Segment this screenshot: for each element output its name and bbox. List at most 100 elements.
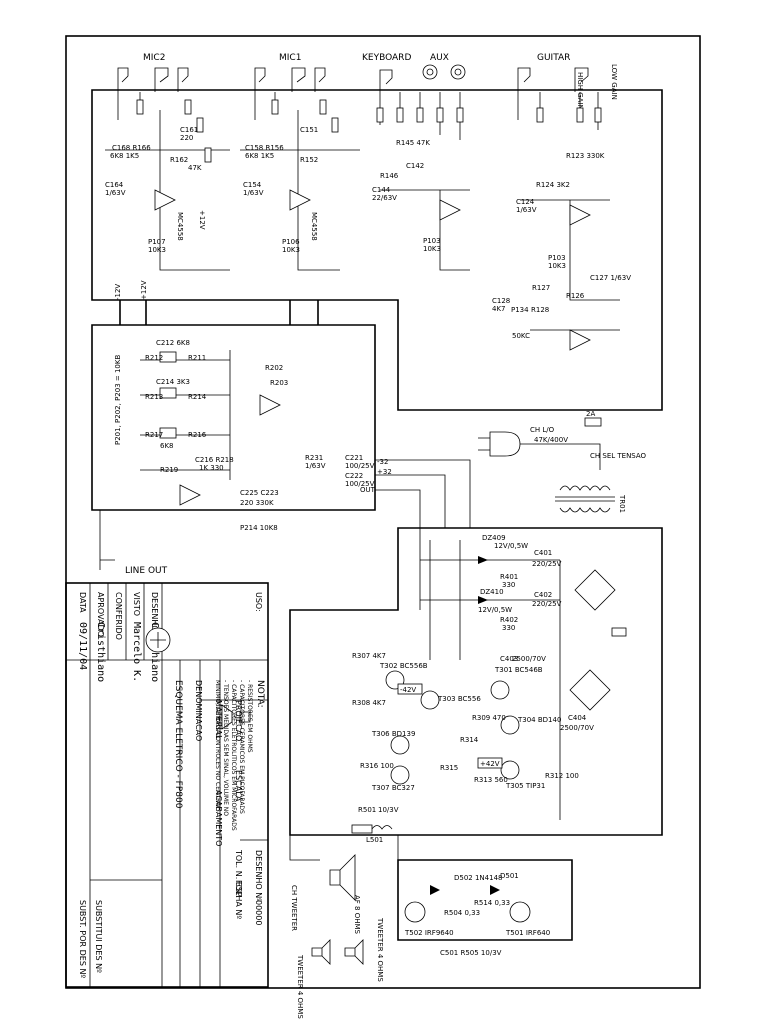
tweeter-left-label: TWEETER 4 OHMS — [296, 954, 304, 1019]
svg-text:R146: R146 — [380, 172, 399, 180]
rail-minus42-tag: -42V — [400, 686, 416, 694]
svg-text:1/63V: 1/63V — [105, 189, 126, 197]
svg-text:C161: C161 — [180, 126, 198, 134]
svg-text:C222: C222 — [345, 472, 363, 480]
svg-text:1K 330: 1K 330 — [199, 464, 224, 472]
svg-text:6K8 1K5: 6K8 1K5 — [245, 152, 274, 160]
svg-text:R219: R219 — [160, 466, 178, 474]
svg-text:10K3: 10K3 — [282, 246, 300, 254]
tb-label-conferido: CONFERIDO — [114, 592, 123, 640]
tb-acabamento: ACABAMENTO — [214, 790, 223, 846]
svg-text:6K8: 6K8 — [160, 442, 174, 450]
interconnect-wires — [99, 300, 471, 861]
svg-text:C401: C401 — [534, 549, 552, 557]
c231-value: 1/63V — [305, 462, 326, 470]
line-out-jack-icon — [99, 545, 115, 570]
svg-text:CH L/O: CH L/O — [530, 426, 555, 434]
svg-text:R162: R162 — [170, 156, 188, 164]
tb-material: MATERIAL — [214, 700, 223, 740]
svg-text:1/63V: 1/63V — [516, 206, 537, 214]
inductor-l501-icon — [371, 825, 393, 830]
keyboard-jack-icon — [379, 69, 393, 92]
transistor-t307-icon — [390, 765, 410, 785]
svg-text:T306 BD139: T306 BD139 — [371, 730, 415, 738]
note-line-3: - CAPACITORES ELETROLITICOS EM MICROFARA… — [230, 680, 237, 831]
mic1-stage: C158 R156 6K8 1K5 C154 1/63V C151 R152 P… — [240, 92, 360, 271]
svg-text:T302 BC556B: T302 BC556B — [379, 662, 428, 670]
output-stage: T502 IRF9640 T501 IRF640 D502 1N4148 D50… — [404, 872, 550, 957]
guitar-high-label: HIGH GAIN — [576, 72, 584, 110]
svg-text:R212: R212 — [145, 354, 163, 362]
svg-text:R126: R126 — [566, 292, 585, 300]
svg-text:P107: P107 — [148, 238, 166, 246]
opamp-ic122-icon — [569, 329, 591, 351]
svg-text:50KC: 50KC — [512, 332, 530, 340]
svg-text:R504 0,33: R504 0,33 — [444, 909, 480, 917]
svg-text:R203: R203 — [270, 379, 288, 387]
tb-folha: FOLHA Nº — [234, 880, 243, 919]
transistor-t304-icon — [500, 715, 520, 735]
opamp-ic121-icon — [569, 204, 591, 226]
tweeter-left-icon — [311, 939, 331, 965]
tweeter-right-label: TWEETER 4 OHMS — [376, 917, 384, 982]
svg-text:+12V: +12V — [198, 210, 206, 230]
svg-text:T305 TIP31: T305 TIP31 — [505, 782, 545, 790]
woofer-label: AF 8 OHMS — [353, 895, 361, 935]
svg-text:DZ410: DZ410 — [480, 588, 504, 596]
r501-value: 10/3V — [378, 806, 399, 814]
svg-text:R231: R231 — [305, 454, 323, 462]
svg-text:1/63V: 1/63V — [243, 189, 264, 197]
svg-text:P214 10K8: P214 10K8 — [240, 524, 278, 532]
svg-text:C225 C223: C225 C223 — [240, 489, 279, 497]
tb-value-desenho: Cristhiano — [149, 622, 160, 682]
guitar-jack-icon — [517, 67, 589, 92]
svg-text:R514 0,33: R514 0,33 — [474, 899, 510, 907]
guitar-label: GUITAR — [537, 53, 570, 63]
svg-text:C128: C128 — [492, 297, 510, 305]
opamp-ic202-icon — [179, 484, 201, 506]
ch-sel-label: CH SEL TENSAO — [590, 452, 647, 460]
svg-text:C168 R166: C168 R166 — [112, 144, 151, 152]
svg-text:C402: C402 — [534, 591, 552, 599]
mains-plug-icon — [489, 431, 521, 457]
rail-minus12-label: -12V — [114, 284, 122, 300]
dz409-value: 12V/0,5W — [494, 542, 528, 550]
svg-text:C501 R505 10/3V: C501 R505 10/3V — [440, 949, 502, 957]
svg-text:47K: 47K — [188, 164, 202, 172]
svg-text:R124 3K2: R124 3K2 — [536, 181, 570, 189]
svg-text:6K8 1K5: 6K8 1K5 — [110, 152, 139, 160]
svg-text:R128: R128 — [531, 306, 549, 314]
svg-text:C124: C124 — [516, 198, 535, 206]
tb-tol: TOL. N. ESP. — [234, 849, 243, 898]
effects-stage: C212 6K8 R212 R211 C214 3K3 R213 R214 R2… — [114, 339, 392, 532]
transistor-t303-icon — [420, 690, 440, 710]
notes-title: NOTA: — [255, 680, 265, 708]
speakers: AF 8 OHMS CH TWEETER TWEETER 4 OHMS TWEE… — [290, 854, 384, 1019]
c221-value: 100/25V — [345, 462, 375, 470]
svg-text:C164: C164 — [105, 181, 124, 189]
sheet-border — [65, 35, 701, 989]
zener-dz409-icon — [478, 556, 488, 564]
svg-text:C142: C142 — [406, 162, 424, 170]
opamp-ic161-icon — [154, 189, 176, 211]
svg-text:T502 IRF9640: T502 IRF9640 — [404, 929, 454, 937]
transformer-core-icon — [555, 496, 615, 502]
svg-text:R402: R402 — [500, 616, 518, 624]
bridge-rectifier-2-icon — [569, 669, 611, 711]
dz410-value: 12V/0,5W — [478, 606, 512, 614]
fuse-icon — [584, 417, 602, 427]
transistor-t305-icon — [500, 760, 520, 780]
svg-text:R401: R401 — [500, 573, 518, 581]
svg-text:T304 BD140: T304 BD140 — [517, 716, 561, 724]
preamp-board-outline — [91, 89, 663, 411]
output-diodes-icon — [430, 885, 500, 895]
svg-text:MC4558: MC4558 — [176, 212, 184, 241]
svg-text:220 330K: 220 330K — [240, 499, 274, 507]
bridge-rectifier-1-icon — [574, 569, 616, 611]
svg-text:R202: R202 — [265, 364, 283, 372]
rail-plus12-label: +12V — [140, 280, 148, 300]
svg-text:C221: C221 — [345, 454, 363, 462]
svg-text:C212 6K8: C212 6K8 — [156, 339, 190, 347]
aux-rca-right-icon — [450, 64, 466, 80]
svg-text:R312 100: R312 100 — [545, 772, 579, 780]
